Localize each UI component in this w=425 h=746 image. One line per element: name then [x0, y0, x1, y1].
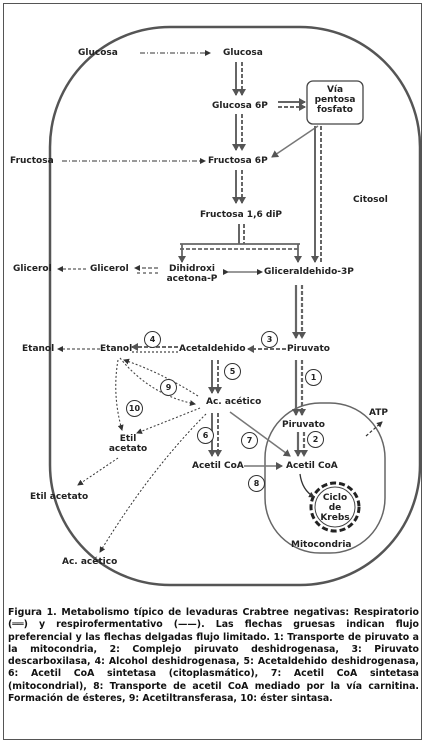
fructose-external-label: Fructosa: [10, 156, 54, 166]
acetic-acid-label: Ac. acético: [206, 397, 262, 407]
acetyl-coa-label: Acetil CoA: [192, 461, 244, 471]
step-4-marker: 4: [144, 331, 161, 348]
step-9-marker: 9: [160, 379, 177, 396]
glycerol-label: Glicerol: [90, 264, 129, 274]
pentose-pathway-box: [306, 80, 364, 125]
step-3-marker: 3: [261, 331, 278, 348]
krebs-cycle-circle: [309, 481, 361, 533]
figure-frame: [3, 3, 422, 740]
acetyl-coa-mito-label: Acetil CoA: [286, 461, 338, 471]
ethanol-label: Etanol: [100, 344, 133, 354]
ethanol-external-label: Etanol: [22, 344, 55, 354]
cytosol-cell: [48, 25, 422, 587]
fructose-16-diphosphate-label: Fructosa 1,6 diP: [200, 210, 283, 220]
step-1-marker: 1: [305, 369, 322, 386]
step-10-marker: 10: [126, 400, 143, 417]
mitochondrion-outline: [264, 402, 386, 554]
glyceraldehyde-3p-label: Gliceraldehido-3P: [264, 267, 354, 277]
glucose-external-label: Glucosa: [78, 48, 118, 58]
glucose-6p-label: Glucosa 6P: [212, 101, 268, 111]
pyruvate-mito-label: Piruvato: [282, 420, 325, 430]
cytosol-label: Citosol: [353, 195, 388, 205]
krebs-cycle-label: Ciclo de Krebs: [320, 493, 350, 523]
step-6-marker: 6: [197, 427, 214, 444]
glycerol-external-label: Glicerol: [13, 264, 52, 274]
glucose-label: Glucosa: [223, 48, 263, 58]
mitochondria-label: Mitocondria: [291, 540, 352, 550]
pyruvate-label: Piruvato: [287, 344, 330, 354]
pentose-pathway-label: Vía pentosa fosfato: [314, 85, 356, 115]
figure-caption: Figura 1. Metabolismo típico de levadura…: [8, 607, 419, 705]
ethyl-acetate-label: Etil acetato: [108, 434, 148, 454]
step-8-marker: 8: [248, 475, 265, 492]
step-2-marker: 2: [307, 431, 324, 448]
step-7-marker: 7: [241, 432, 258, 449]
step-5-marker: 5: [224, 363, 241, 380]
atp-label: ATP: [369, 408, 389, 418]
pathway-diagram: [48, 25, 422, 587]
dhap-label: Dihidroxi acetona-P: [166, 264, 218, 284]
acetic-acid-external-label: Ac. acético: [62, 557, 118, 567]
acetaldehyde-label: Acetaldehido: [179, 344, 246, 354]
ethyl-acetate-external-label: Etil acetato: [30, 492, 89, 502]
fructose-6p-label: Fructosa 6P: [208, 156, 268, 166]
